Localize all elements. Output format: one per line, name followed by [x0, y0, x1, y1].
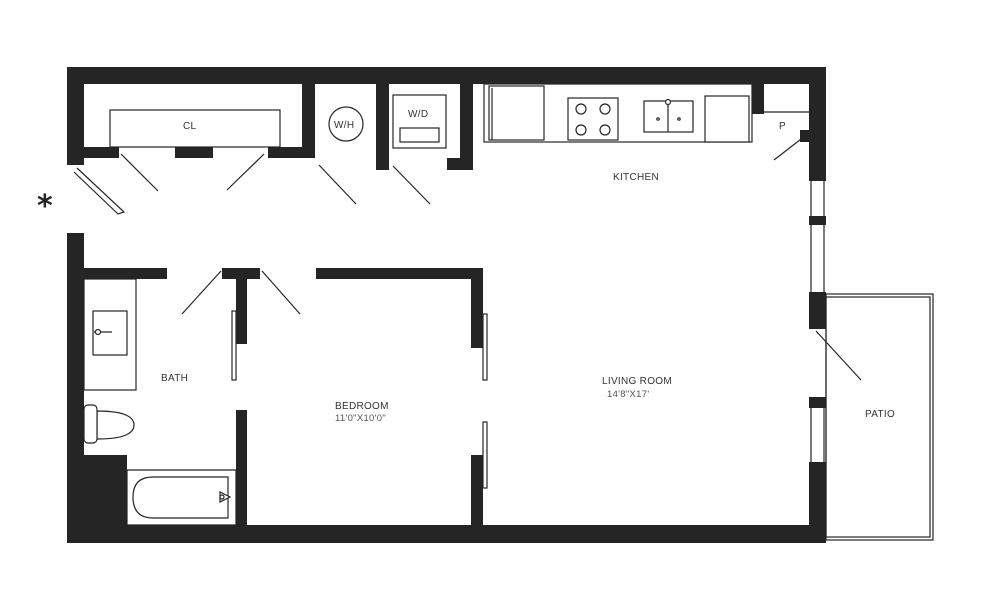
burner-3 — [575, 124, 587, 136]
closet-rod — [176, 147, 212, 157]
closet-door-right[interactable] — [226, 153, 265, 191]
kitchen-label: KITCHEN — [613, 172, 659, 183]
closet-label: CL — [183, 121, 197, 132]
patio-door[interactable] — [815, 330, 862, 381]
pantry-label: P — [779, 121, 786, 132]
water-heater-door[interactable] — [318, 164, 357, 205]
water-heater-room: W/H — [318, 106, 364, 205]
exterior-walls — [67, 67, 826, 543]
toilet — [96, 410, 135, 440]
burner-4 — [599, 124, 611, 136]
patio: PATIO — [815, 293, 934, 541]
sliding-doors — [482, 313, 488, 489]
bath: BATH — [83, 270, 237, 526]
living-room: LIVING ROOM 14'8"X17' — [602, 376, 672, 400]
living-room-label: LIVING ROOM — [602, 376, 672, 387]
bedroom-pocket-door — [231, 310, 237, 381]
dishwasher — [704, 95, 750, 143]
pantry-door[interactable] — [773, 135, 806, 161]
wall-right-post — [809, 292, 826, 329]
windows — [810, 181, 825, 462]
washer-dryer-room: W/D — [392, 94, 447, 205]
toilet-tank — [83, 404, 98, 444]
entry-door[interactable] — [73, 167, 126, 215]
wall-left-upper — [67, 67, 84, 165]
burner-1 — [575, 103, 587, 115]
closet-shelf — [109, 109, 281, 148]
entry: * — [37, 167, 126, 224]
pantry: P — [764, 111, 809, 161]
patio-label: PATIO — [865, 409, 895, 420]
washer-dryer-door[interactable] — [392, 165, 431, 205]
sliding-door-upper[interactable] — [482, 313, 488, 381]
wall-right-top — [809, 67, 826, 181]
closet: CL — [109, 109, 281, 192]
living-room-dimensions: 14'8"X17' — [607, 389, 649, 400]
wall-top — [67, 67, 826, 84]
wall-right-small — [809, 397, 826, 408]
wall-right-mid — [809, 216, 826, 225]
burner-2 — [599, 103, 611, 115]
water-heater-label: W/H — [334, 120, 354, 131]
washer-dryer-label: W/D — [408, 109, 428, 120]
wall-bottom — [67, 525, 826, 543]
bath-door[interactable] — [181, 270, 222, 315]
water-heater — [328, 106, 364, 142]
entry-marker: * — [37, 189, 53, 224]
kitchen: KITCHEN — [483, 83, 753, 183]
closet-door-left[interactable] — [120, 153, 159, 192]
bedroom: BEDROOM 11'0"X10'0" — [231, 270, 389, 424]
sliding-door-lower[interactable] — [482, 421, 488, 489]
bath-label: BATH — [161, 373, 188, 384]
refrigerator — [488, 85, 545, 141]
bedroom-door[interactable] — [261, 270, 301, 315]
bedroom-dimensions: 11'0"X10'0" — [335, 413, 386, 424]
bedroom-label: BEDROOM — [335, 401, 389, 412]
stove — [567, 97, 619, 141]
wall-right-bottom — [809, 462, 826, 543]
